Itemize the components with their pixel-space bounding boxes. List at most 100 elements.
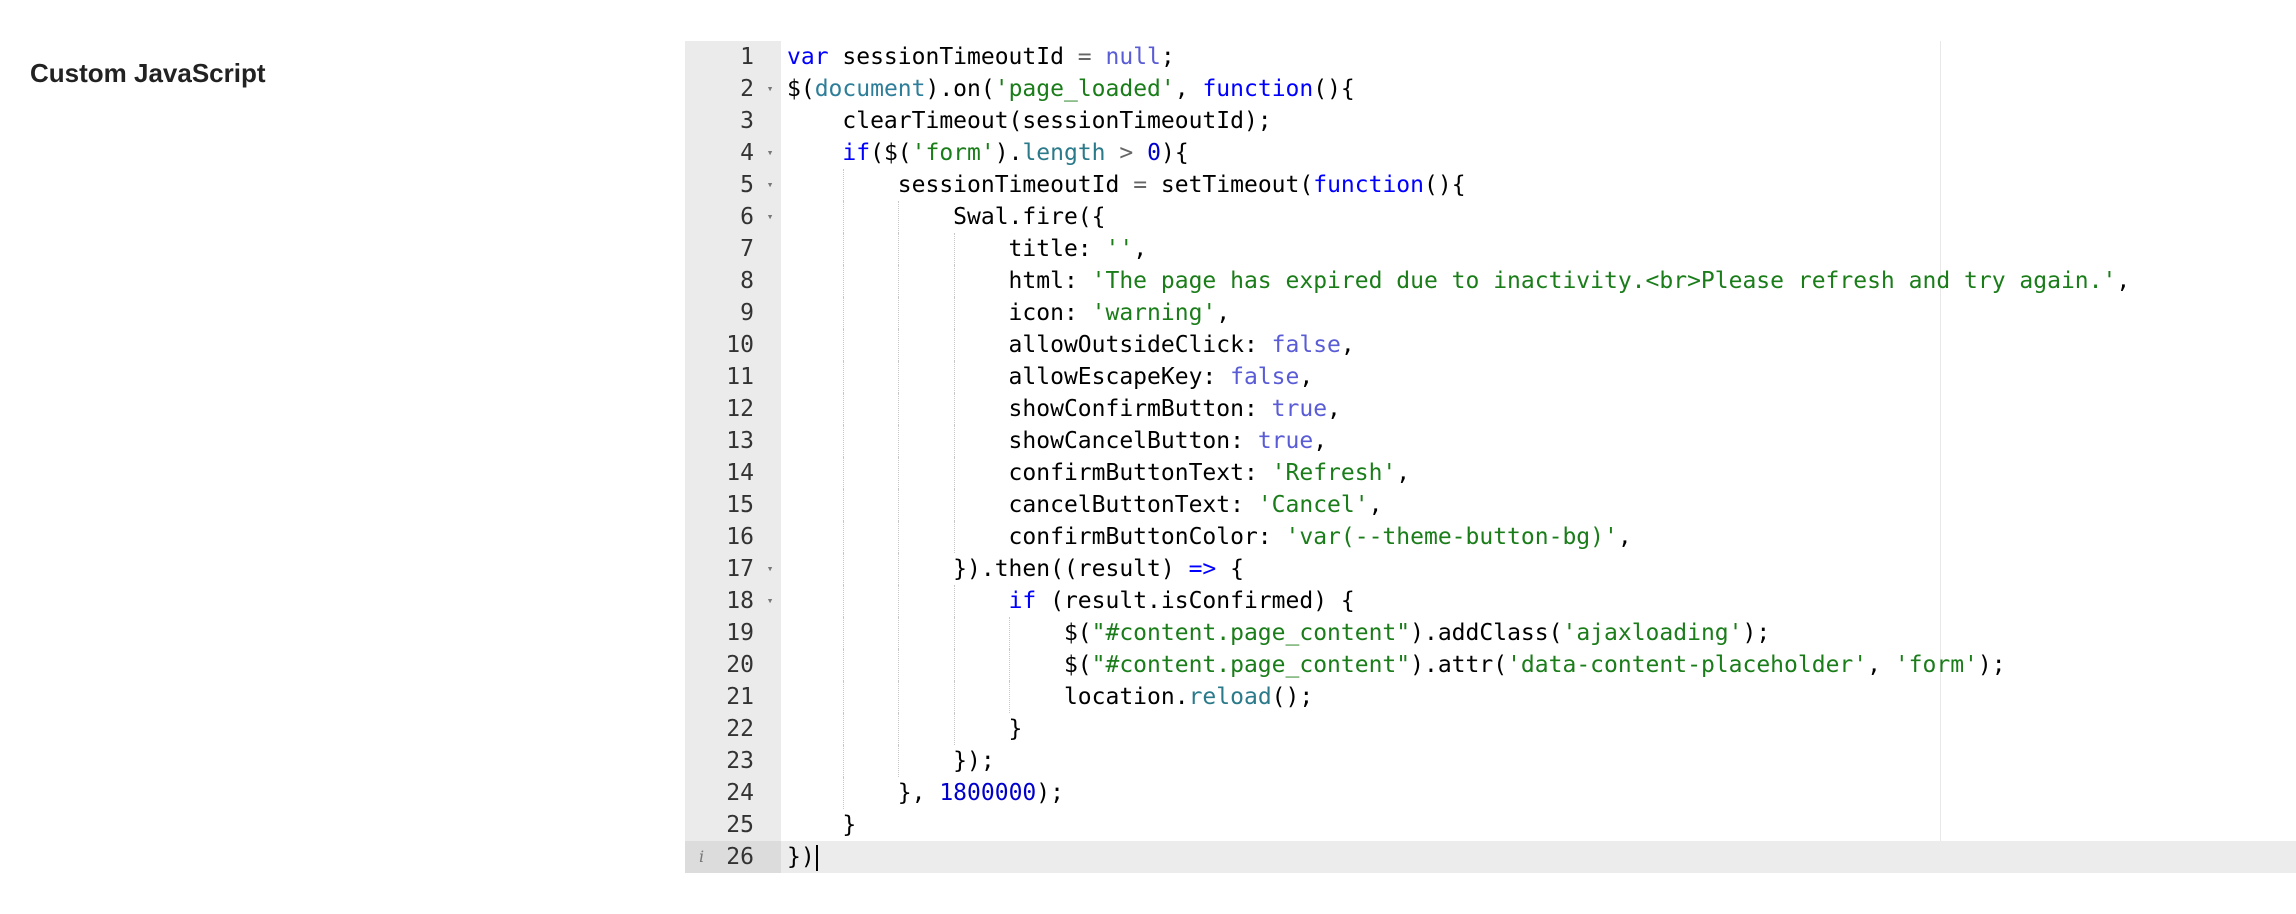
code-line[interactable]: 15 cancelButtonText: 'Cancel', xyxy=(685,489,2296,521)
code-token-string: 'Cancel' xyxy=(1257,492,1369,518)
active-line-highlight xyxy=(781,841,2296,873)
code-line[interactable]: 21 location.reload(); xyxy=(685,681,2296,713)
code-line[interactable]: 19 $("#content.page_content").addClass('… xyxy=(685,617,2296,649)
code-text[interactable]: $("#content.page_content").attr('data-co… xyxy=(787,649,2006,681)
code-text[interactable]: icon: 'warning', xyxy=(787,297,1231,329)
editor-gutter[interactable] xyxy=(685,41,781,873)
fold-toggle-icon[interactable]: ▾ xyxy=(766,178,774,191)
line-number: 14 xyxy=(726,460,754,486)
code-text[interactable]: if($('form').length > 0){ xyxy=(787,137,1188,169)
fold-toggle-icon[interactable]: ▾ xyxy=(766,594,774,607)
code-text[interactable]: showCancelButton: true, xyxy=(787,425,1328,457)
fold-toggle-icon[interactable]: ▾ xyxy=(766,146,774,159)
indent-guide xyxy=(842,233,844,265)
code-line[interactable]: 2▾$(document).on('page_loaded', function… xyxy=(685,73,2296,105)
code-line[interactable]: 6▾ Swal.fire({ xyxy=(685,201,2296,233)
code-line[interactable]: 11 allowEscapeKey: false, xyxy=(685,361,2296,393)
fold-toggle-icon[interactable]: ▾ xyxy=(766,210,774,223)
code-token-plain: { xyxy=(1216,556,1244,582)
code-line[interactable]: 8 html: 'The page has expired due to ina… xyxy=(685,265,2296,297)
code-line[interactable]: 14 confirmButtonText: 'Refresh', xyxy=(685,457,2296,489)
indent-guide xyxy=(953,265,955,297)
code-text[interactable]: allowOutsideClick: false, xyxy=(787,329,1355,361)
code-text[interactable]: Swal.fire({ xyxy=(787,201,1105,233)
code-token-numeric: 0 xyxy=(1147,140,1161,166)
code-text[interactable]: title: '', xyxy=(787,233,1148,265)
code-token-plain: showConfirmButton: xyxy=(787,396,1272,422)
fold-toggle-icon[interactable]: ▾ xyxy=(766,82,774,95)
code-token-plain: ). xyxy=(994,140,1023,166)
code-token-keyword: if xyxy=(1008,588,1037,614)
code-token-plain: $( xyxy=(787,652,1092,678)
code-text[interactable]: clearTimeout(sessionTimeoutId); xyxy=(787,105,1271,137)
code-text[interactable]: }) xyxy=(787,841,818,873)
code-text[interactable]: if (result.isConfirmed) { xyxy=(787,585,1355,617)
code-line[interactable]: 20 $("#content.page_content").attr('data… xyxy=(685,649,2296,681)
code-text[interactable]: html: 'The page has expired due to inact… xyxy=(787,265,2131,297)
code-line[interactable]: 22 } xyxy=(685,713,2296,745)
code-text[interactable]: confirmButtonText: 'Refresh', xyxy=(787,457,1411,489)
code-line[interactable]: 10 allowOutsideClick: false, xyxy=(685,329,2296,361)
code-token-string: "#content.page_content" xyxy=(1091,620,1411,646)
fold-toggle-icon[interactable]: ▾ xyxy=(766,562,774,575)
code-text[interactable]: } xyxy=(787,809,856,841)
code-text[interactable]: cancelButtonText: 'Cancel', xyxy=(787,489,1383,521)
line-number: 25 xyxy=(726,812,754,838)
code-line[interactable]: 9 icon: 'warning', xyxy=(685,297,2296,329)
code-text[interactable]: confirmButtonColor: 'var(--theme-button-… xyxy=(787,521,1632,553)
code-text[interactable]: location.reload(); xyxy=(787,681,1313,713)
code-text[interactable]: }).then((result) => { xyxy=(787,553,1244,585)
indent-guide xyxy=(953,329,955,361)
code-text[interactable]: $("#content.page_content").addClass('aja… xyxy=(787,617,1770,649)
code-text[interactable]: showConfirmButton: true, xyxy=(787,393,1341,425)
code-token-operator: = xyxy=(1133,172,1148,198)
code-token-plain: }, xyxy=(787,780,940,806)
code-text[interactable]: }); xyxy=(787,745,995,777)
code-token-plain: , xyxy=(1299,364,1314,390)
code-line[interactable]: 23 }); xyxy=(685,745,2296,777)
code-token-string: 'page_loaded' xyxy=(994,76,1175,102)
indent-guide xyxy=(898,201,900,233)
indent-guide xyxy=(898,649,900,681)
code-token-keyword: function xyxy=(1313,172,1424,198)
indent-guide xyxy=(842,297,844,329)
code-token-keyword: if xyxy=(842,140,871,166)
code-text[interactable]: } xyxy=(787,713,1023,745)
code-line[interactable]: 12 showConfirmButton: true, xyxy=(685,393,2296,425)
code-line[interactable]: 7 title: '', xyxy=(685,233,2296,265)
code-token-string: 'warning' xyxy=(1091,300,1217,326)
code-token-plain: }).then((result) xyxy=(787,556,1189,582)
indent-guide xyxy=(842,649,844,681)
code-text[interactable]: allowEscapeKey: false, xyxy=(787,361,1314,393)
code-text[interactable]: }, 1800000); xyxy=(787,777,1064,809)
code-line[interactable]: 25 } xyxy=(685,809,2296,841)
code-token-plain: , xyxy=(1313,428,1328,454)
code-token-string: 'data-content-placeholder' xyxy=(1507,652,1868,678)
code-text[interactable]: $(document).on('page_loaded', function()… xyxy=(787,73,1355,105)
code-token-plain: , xyxy=(1617,524,1632,550)
code-line[interactable]: 3 clearTimeout(sessionTimeoutId); xyxy=(685,105,2296,137)
code-token-plain: setTimeout( xyxy=(1147,172,1314,198)
code-token-constant: false xyxy=(1271,332,1341,358)
code-line[interactable]: 18▾ if (result.isConfirmed) { xyxy=(685,585,2296,617)
code-line[interactable]: 13 showCancelButton: true, xyxy=(685,425,2296,457)
code-line[interactable]: 5▾ sessionTimeoutId = setTimeout(functio… xyxy=(685,169,2296,201)
code-line[interactable]: 4▾ if($('form').length > 0){ xyxy=(685,137,2296,169)
code-token-keyword: var xyxy=(787,44,829,70)
code-token-constant: true xyxy=(1257,428,1314,454)
info-icon[interactable]: i xyxy=(699,847,705,866)
code-token-plain: , xyxy=(1133,236,1148,262)
code-token-plain: ); xyxy=(1977,652,2006,678)
code-token-plain: , xyxy=(1327,396,1341,422)
code-line[interactable]: 17▾ }).then((result) => { xyxy=(685,553,2296,585)
code-token-plain: , xyxy=(1396,460,1411,486)
code-line[interactable]: 16 confirmButtonColor: 'var(--theme-butt… xyxy=(685,521,2296,553)
code-text[interactable]: sessionTimeoutId = setTimeout(function()… xyxy=(787,169,1466,201)
line-number: 22 xyxy=(726,716,754,742)
code-text[interactable]: var sessionTimeoutId = null; xyxy=(787,41,1175,73)
code-line[interactable]: 24 }, 1800000); xyxy=(685,777,2296,809)
